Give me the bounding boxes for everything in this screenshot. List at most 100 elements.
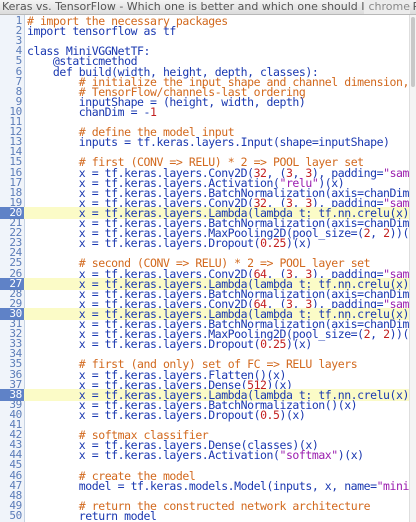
code-line[interactable]: 36 x = tf.keras.layers.Flatten()(x) (0, 368, 410, 381)
code-line[interactable]: 22 x = tf.keras.layers.MaxPooling2D(pool… (0, 226, 410, 241)
code-line[interactable]: 17 x = tf.keras.layers.Activation("relu"… (0, 175, 410, 189)
code-line[interactable]: 14 (0, 146, 410, 158)
line-number: 35 (9, 357, 22, 371)
line-number: 43 (9, 438, 22, 452)
code-line[interactable]: 37 x = tf.keras.layers.Dense(512)(x) (0, 377, 410, 392)
line-number: 17 (9, 175, 22, 189)
line-number: 20 (0, 206, 24, 219)
code-line[interactable]: 42 # softmax classifier (0, 428, 410, 443)
code-line[interactable]: 34 (0, 348, 410, 360)
code-line[interactable]: 9 inputShape = (height, width, depth) (0, 94, 410, 109)
code-line[interactable]: 25 # second (CONV => RELU) * 2 => POOL l… (0, 256, 410, 271)
line-number: 26 (9, 266, 22, 280)
code-text: x = tf.keras.layers.Dense(512)(x) (27, 377, 293, 392)
code-line[interactable]: 40 x = tf.keras.layers.Dropout(0.5)(x) (0, 407, 410, 422)
code-text: x = tf.keras.layers.MaxPooling2D(pool_si… (27, 327, 410, 342)
code-line[interactable]: 19 x = tf.keras.layers.Conv2D(32, (3, 3)… (0, 195, 410, 210)
line-number: 31 (9, 317, 22, 330)
code-text: @staticmethod (52, 54, 138, 69)
code-text: x = tf.keras.layers.MaxPooling2D(pool_si… (27, 226, 410, 241)
code-line[interactable]: 48 (0, 488, 410, 502)
line-number: 41 (9, 418, 22, 431)
code-line[interactable]: 28 x = tf.keras.layers.BatchNormalizatio… (0, 287, 410, 300)
code-text: x = tf.keras.layers.BatchNormalization(a… (27, 185, 410, 200)
line-number: 44 (9, 448, 22, 462)
code-line[interactable]: 20 x = tf.keras.layers.Lambda(lambda t: … (0, 206, 410, 219)
code-line[interactable]: 26 x = tf.keras.layers.Conv2D(64, (3, 3)… (0, 266, 410, 280)
code-line[interactable]: 1# import the necessary packages (0, 15, 410, 27)
line-number: 25 (9, 256, 22, 270)
code-line[interactable]: 6 def build(width, height, depth, classe… (0, 64, 410, 79)
code-text: # softmax classifier (78, 428, 209, 443)
code-line[interactable]: 21 x = tf.keras.layers.BatchNormalizatio… (0, 217, 410, 230)
line-number: 27 (0, 277, 24, 290)
code-text: import tensorflow as tf (27, 24, 176, 39)
code-text: x = tf.keras.layers.Conv2D(32, (3, 3), p… (27, 195, 410, 210)
window-titlebar: Keras vs. TensorFlow - Which one is bett… (0, 0, 416, 15)
line-number: 12 (9, 125, 22, 139)
code-line[interactable]: 7 # initialize the input shape and chann… (0, 74, 410, 89)
code-line[interactable]: 47 model = tf.keras.models.Model(inputs,… (0, 479, 410, 492)
code-line[interactable]: 12 # define the model input (0, 125, 410, 139)
code-text: return model (78, 508, 157, 522)
code-text: # import the necessary packages (27, 15, 228, 28)
code-text: chanDim = -1 (27, 104, 157, 119)
code-line[interactable]: 39 x = tf.keras.layers.BatchNormalizatio… (0, 398, 410, 411)
code-line[interactable]: 3 (0, 35, 410, 47)
line-number: 38 (0, 388, 24, 401)
code-line[interactable]: 24 (0, 247, 410, 259)
line-number: 14 (9, 145, 22, 159)
line-number: 18 (9, 185, 22, 199)
code-line[interactable]: 46 # create the model (0, 468, 410, 482)
line-number: 4 (15, 44, 23, 58)
code-text: # initialize the input shape and channel… (78, 74, 410, 89)
code-line[interactable]: 18 x = tf.keras.layers.BatchNormalizatio… (0, 185, 410, 200)
line-number: 3 (15, 34, 23, 48)
line-number: 22 (9, 226, 22, 240)
code-line[interactable]: 30 x = tf.keras.layers.Lambda(lambda t: … (0, 307, 410, 320)
code-line[interactable]: 23 x = tf.keras.layers.Dropout(0.25)(x) (0, 236, 410, 250)
code-line[interactable]: 13 inputs = tf.keras.layers.Input(shape=… (0, 135, 410, 149)
code-text: inputShape = (height, width, depth) (27, 94, 306, 109)
line-number: 42 (9, 428, 22, 442)
app-label: chrome (364, 0, 410, 14)
code-line[interactable]: 31 x = tf.keras.layers.BatchNormalizatio… (0, 317, 410, 331)
line-number: 49 (9, 498, 22, 512)
code-line[interactable]: 38 x = tf.keras.layers.Lambda(lambda t: … (0, 388, 410, 401)
code-text: # first (and only) set of FC => RELU lay… (78, 357, 358, 372)
code-line[interactable]: 11 (0, 116, 410, 128)
line-number: 48 (9, 488, 22, 502)
line-number: 13 (9, 135, 22, 149)
code-line[interactable]: 49 # return the constructed network arch… (0, 498, 410, 512)
code-line[interactable]: 16 x = tf.keras.layers.Conv2D(32, (3, 3)… (0, 166, 410, 179)
code-line[interactable]: 33 x = tf.keras.layers.Dropout(0.25)(x) (0, 338, 410, 351)
code-text: x = tf.keras.layers.Dropout(0.5)(x) (27, 407, 306, 422)
code-line[interactable]: 32 x = tf.keras.layers.MaxPooling2D(pool… (0, 327, 410, 342)
line-number-gutter (0, 15, 25, 522)
line-number: 7 (15, 74, 23, 88)
code-text: def build(width, height, depth, classes)… (52, 64, 319, 79)
code-line[interactable]: 27 x = tf.keras.layers.Lambda(lambda t: … (0, 277, 410, 290)
code-text: # second (CONV => RELU) * 2 => POOL laye… (78, 256, 371, 271)
code-line[interactable]: 15 # first (CONV => RELU) * 2 => POOL la… (0, 155, 410, 170)
code-line[interactable]: 41 (0, 419, 410, 431)
vertical-scrollbar[interactable] (409, 15, 416, 522)
code-line[interactable]: 35 # first (and only) set of FC => RELU … (0, 357, 410, 372)
code-line[interactable]: 5 @staticmethod (0, 54, 410, 69)
line-number: 46 (9, 468, 22, 482)
line-number: 29 (9, 296, 22, 310)
code-line[interactable]: 45 (0, 459, 410, 471)
code-line[interactable]: 43 x = tf.keras.layers.Dense(classes)(x) (0, 438, 410, 452)
code-line[interactable]: 10 chanDim = -1 (0, 104, 410, 119)
line-number: 30 (0, 307, 24, 320)
code-line[interactable]: 29 x = tf.keras.layers.Conv2D(64, (3, 3)… (0, 296, 410, 310)
scrollbar-thumb[interactable] (411, 17, 415, 87)
code-text: # first (CONV => RELU) * 2 => POOL layer… (78, 155, 364, 170)
code-line[interactable]: 44 x = tf.keras.layers.Activation("softm… (0, 448, 410, 462)
line-number: 23 (9, 236, 22, 250)
code-line[interactable]: 50 return model (0, 508, 410, 522)
code-line[interactable]: 8 # TensorFlow/channels-last ordering (0, 85, 410, 98)
